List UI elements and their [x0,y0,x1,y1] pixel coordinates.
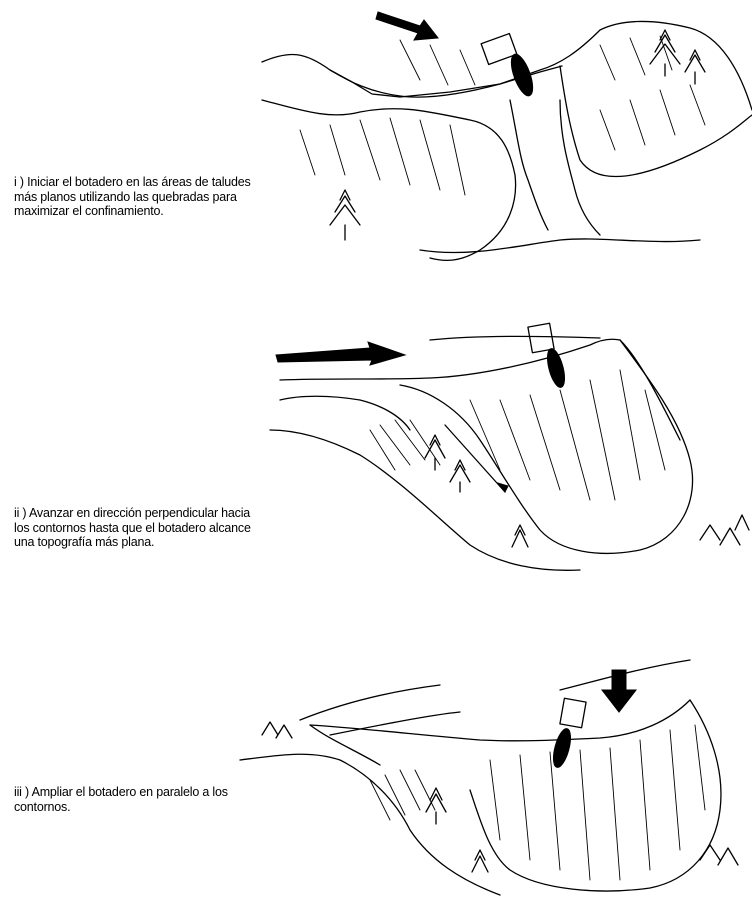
slope-hatching [370,770,435,820]
face-hatching [490,725,705,880]
dump-face [470,700,721,891]
direction-arrow-icon [602,670,636,712]
hillside-back [300,660,690,735]
dump-top [310,700,690,741]
slope-left [240,725,500,895]
tree-icon [262,722,738,872]
